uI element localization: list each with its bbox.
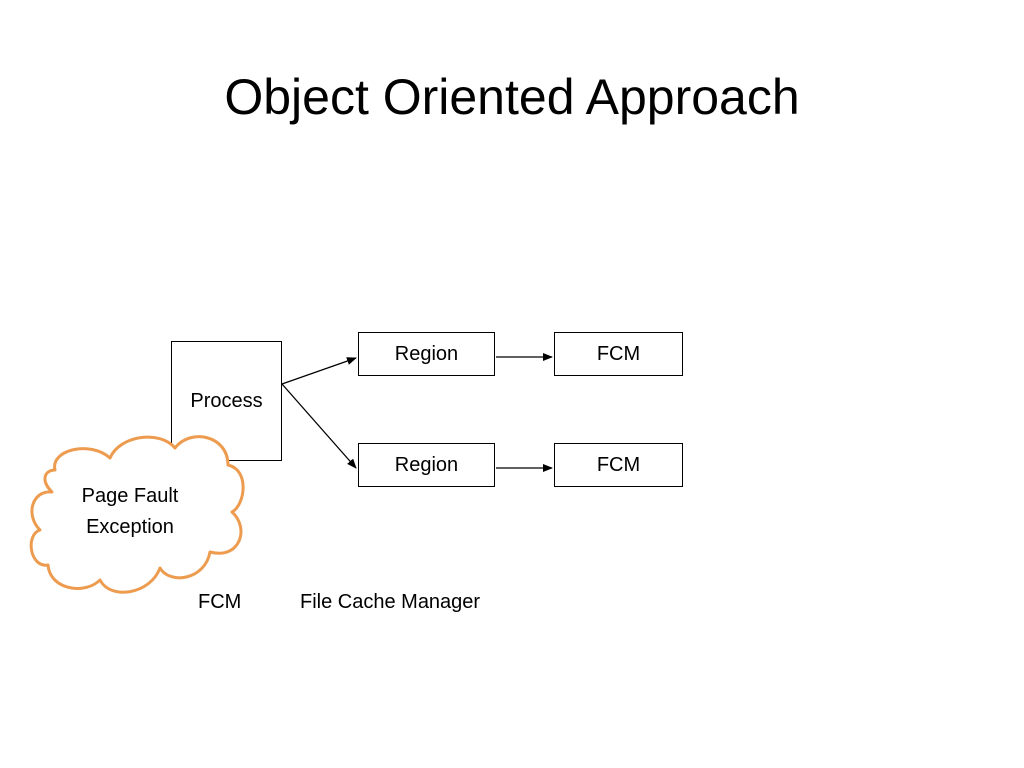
fcm-label-2: FCM — [596, 453, 641, 476]
slide-title: Object Oriented Approach — [224, 69, 800, 125]
fcm-label-1: FCM — [596, 342, 641, 365]
fcm-box-1: FCM — [554, 332, 683, 376]
region-box-2: Region — [358, 443, 495, 487]
region-label-1: Region — [394, 342, 459, 365]
region-label-2: Region — [394, 453, 459, 476]
cloud-label: Page Fault Exception — [60, 481, 200, 543]
cloud-label-line-2: Exception — [86, 516, 174, 538]
cloud-label-line-1: Page Fault — [81, 485, 179, 507]
fcm-box-2: FCM — [554, 443, 683, 487]
legend-definition: File Cache Manager — [300, 591, 481, 613]
arrow-process-to-region-2 — [281, 383, 357, 469]
page-fault-cloud — [29, 435, 245, 594]
process-label: Process — [190, 389, 263, 412]
legend-term: FCM — [198, 591, 242, 613]
region-box-1: Region — [358, 332, 495, 376]
arrow-process-to-region-1 — [281, 357, 357, 385]
